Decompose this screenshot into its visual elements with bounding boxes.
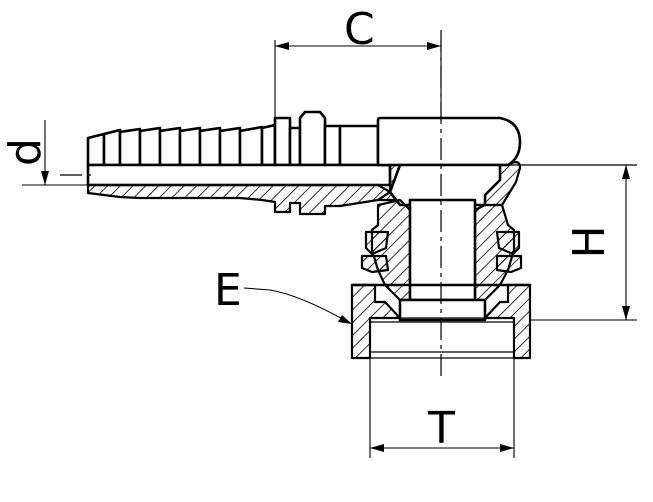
center-lines (60, 30, 442, 380)
hose-tail (86, 110, 380, 167)
nut-section (350, 283, 532, 360)
banjo-bolt (360, 198, 523, 320)
dimension-c (274, 40, 442, 118)
dimension-h (520, 164, 637, 321)
dimension-d (22, 120, 96, 186)
dimension-t (369, 358, 515, 458)
label-c: C (344, 4, 375, 55)
label-t: T (427, 403, 455, 454)
hose-tail-section (86, 163, 392, 216)
banjo-eye (376, 116, 637, 167)
banjo-section (376, 161, 522, 207)
label-h: H (564, 225, 615, 258)
label-e: E (214, 265, 242, 316)
label-d: d (0, 138, 51, 166)
leader-e (243, 287, 352, 324)
